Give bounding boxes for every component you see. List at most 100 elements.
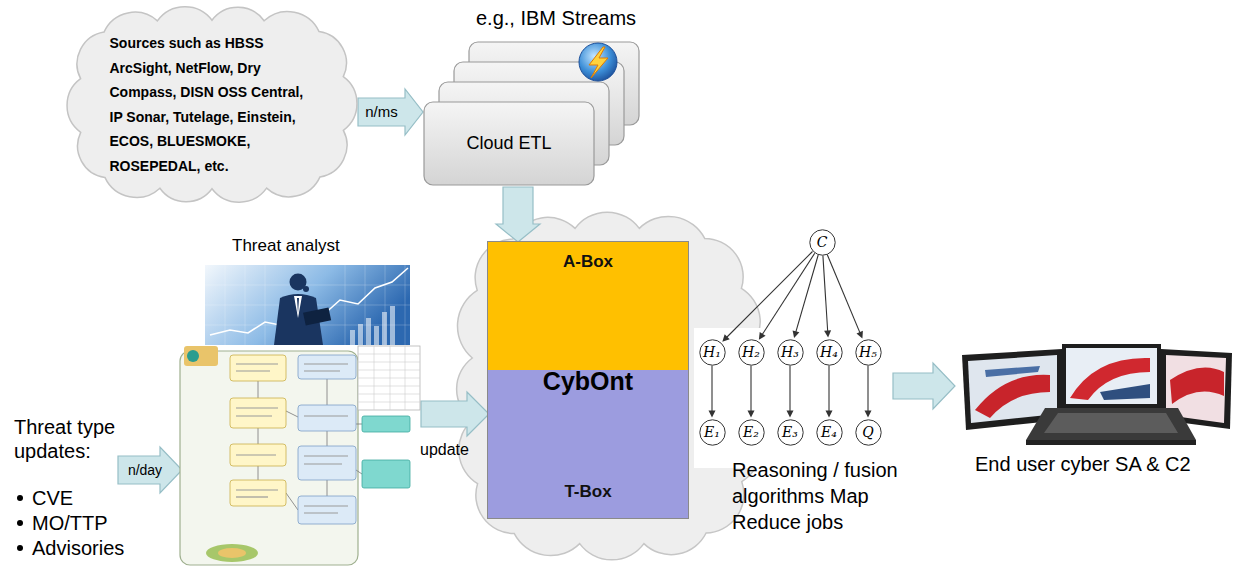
figure-title: End user cyber SA & C2: [975, 452, 1191, 476]
workflow-figure: [236, 415, 272, 416]
workstation-picture: [1044, 413, 1178, 433]
workflow-figure: [390, 346, 391, 410]
circle-outline: [816, 339, 841, 364]
analyst-picture: [374, 326, 379, 345]
node-symbol: H₃: [781, 345, 799, 359]
bayes-link: [709, 366, 716, 418]
bayes-link: [824, 330, 831, 337]
workflow-figure: [304, 505, 348, 506]
workflow-figure: [230, 355, 286, 506]
workflow-figure: [304, 455, 348, 456]
node-symbol: E₁: [704, 425, 720, 439]
block-arrow: [496, 187, 540, 242]
bayes-link: [748, 411, 755, 418]
analyst-picture: [274, 274, 323, 346]
bayes-link: [826, 366, 833, 418]
bayes-node: Q: [855, 419, 882, 446]
source-cloud: Sources such as HBSS ArcSight, NetFlow, …: [62, 2, 362, 207]
block-arrow: [358, 89, 423, 135]
workflow-figure: [258, 381, 259, 398]
block-arrow: [893, 363, 955, 409]
bayes-node: H₁: [699, 339, 726, 366]
workflow-figure: [286, 493, 298, 510]
card-stack: [424, 102, 594, 185]
card-stack: [579, 43, 617, 81]
ontology-title: CybOnt: [488, 366, 688, 396]
workflow-figure: [362, 460, 410, 488]
process-note: Reasoning / fusion algorithms Map Reduce…: [732, 457, 917, 535]
workflow-figure: [206, 544, 258, 562]
bayes-link: [823, 256, 831, 338]
node-symbol: Q: [862, 425, 873, 439]
node-symbol: E₄: [821, 425, 837, 439]
bayes-link: [722, 334, 729, 341]
bayes-link: [759, 332, 766, 340]
workflow-figure: [327, 480, 328, 496]
workflow-figure: [298, 446, 356, 480]
workflow-figure: [358, 370, 420, 371]
node-symbol: E₂: [743, 425, 759, 439]
bayes-node: E₃: [777, 419, 804, 446]
workflow-figure: [230, 398, 286, 428]
bullet-dot: [17, 520, 23, 526]
workflow-figure: [218, 548, 246, 558]
bayes-node: E₁: [699, 419, 726, 446]
workflow-figure: [236, 363, 278, 364]
circle-outline: [855, 339, 880, 364]
arrow-label: update: [420, 440, 469, 459]
workflow-figure: [180, 351, 358, 565]
workflow-figure: [258, 466, 259, 480]
bayes-node: C: [809, 229, 836, 256]
workflow-figure: [184, 346, 218, 366]
workflow-figure: [362, 416, 410, 488]
bayes-link: [827, 255, 860, 334]
bayes-node: H₂: [738, 339, 765, 366]
analyst-picture: [205, 265, 410, 345]
workstation-picture: [1070, 358, 1150, 400]
workflow-figure: [304, 370, 340, 371]
workflow-figure: [298, 355, 356, 524]
band-label: A-Box: [563, 252, 613, 272]
circle-outline: [738, 419, 763, 444]
bullet-dot: [17, 545, 23, 551]
bayes-link: [787, 366, 794, 418]
workstation-picture: [962, 344, 1232, 445]
workflow-figure: [187, 350, 199, 362]
bayes-link: [865, 366, 872, 418]
workflow-figure: [298, 496, 356, 524]
node-symbol: H₁: [703, 345, 721, 359]
cloud-text: Sources such as HBSS ArcSight, NetFlow, …: [110, 31, 315, 178]
workflow-figure: [358, 378, 420, 379]
workflow-figure: [327, 431, 328, 446]
workstation-picture: [1026, 408, 1196, 440]
bayes-node: H₄: [816, 339, 843, 366]
workflow-figure: [358, 346, 420, 410]
bayes-link: [787, 411, 794, 418]
analyst-picture: [382, 312, 387, 345]
bayes-link: [827, 255, 863, 339]
list-item: MO/TTP: [32, 511, 108, 535]
bayes-link: [750, 366, 751, 412]
bayes-link: [867, 366, 868, 412]
workstation-picture: [1062, 344, 1161, 408]
node-symbol: C: [817, 235, 828, 249]
workflow-figure: [356, 470, 362, 474]
workflow-figure: [286, 411, 298, 417]
workflow-figure: [358, 394, 420, 395]
block-arrow: [496, 187, 540, 242]
circle-outline: [738, 339, 763, 364]
analyst-picture: [303, 307, 331, 325]
bayes-link: [789, 366, 790, 412]
cloud-outline: [67, 7, 357, 202]
bayes-node: H₅: [855, 339, 882, 366]
circle-outline: [816, 419, 841, 444]
node-symbol: E₃: [782, 425, 798, 439]
workstation-picture: [1026, 440, 1196, 445]
analyst-picture: [358, 324, 363, 345]
caption-text: e.g., IBM Streams: [476, 6, 636, 30]
input-heading: Threat type updates:: [14, 415, 154, 463]
workstation-picture: [975, 375, 1050, 418]
workflow-figure: [304, 415, 348, 416]
workflow-figure: [405, 346, 406, 410]
